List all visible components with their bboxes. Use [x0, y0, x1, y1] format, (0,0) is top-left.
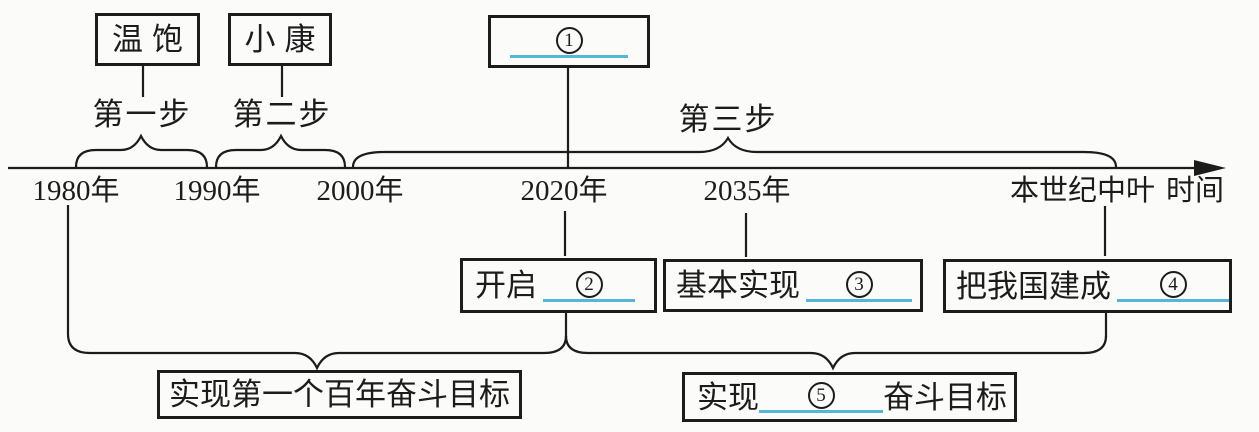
timeline-arrowhead: [1194, 160, 1226, 176]
year-label-2000: 2000年: [316, 175, 404, 207]
step-label-2: 第二步: [232, 97, 332, 132]
circled-number-1: 1: [555, 26, 583, 54]
goal-jiancheng-prefix: 把我国建成: [956, 268, 1111, 304]
goal-kaiqi-prefix: 开启: [475, 268, 537, 303]
box-xiaokang-label: 小康: [244, 22, 325, 57]
box-second-centenary-goal: 实现 5 奋斗目标: [682, 372, 1017, 422]
brace-step2: [214, 133, 347, 168]
brace-second-centenary: [564, 335, 1108, 371]
second-centenary-prefix: 实现: [697, 379, 759, 415]
first-centenary-goal-text: 实现第一个百年奋斗目标: [169, 377, 510, 412]
goal-jiben-prefix: 基本实现: [676, 268, 800, 303]
step-label-1: 第一步: [92, 97, 192, 132]
axis-label-time: 时间: [1166, 175, 1225, 207]
circled-number-4: 4: [1159, 271, 1187, 298]
step-label-3: 第三步: [678, 102, 778, 137]
box-wenbao: 温饱: [95, 13, 200, 66]
answer-blank-3: 3: [806, 270, 912, 302]
circled-number-2: 2: [575, 270, 603, 298]
brace-step1: [74, 133, 209, 168]
box-first-centenary-goal: 实现第一个百年奋斗目标: [157, 370, 522, 419]
box-xiaokang: 小康: [228, 13, 332, 66]
year-label-2035: 2035年: [703, 175, 791, 207]
box-goal-jiben: 基本实现 3: [663, 259, 923, 312]
answer-blank-5: 5: [759, 381, 883, 413]
answer-blank-2: 2: [543, 270, 635, 302]
answer-blank-4: 4: [1117, 270, 1229, 302]
brace-step3: [351, 135, 1118, 168]
answer-blank-1: 1: [510, 26, 628, 58]
circled-number-5: 5: [807, 382, 835, 409]
year-label-2020: 2020年: [520, 175, 608, 207]
box-blank-1: 1: [488, 15, 650, 68]
box-goal-jiancheng: 把我国建成 4: [943, 259, 1232, 313]
circled-number-3: 3: [845, 270, 873, 298]
box-wenbao-label: 温饱: [112, 22, 192, 57]
box-goal-kaiqi: 开启 2: [460, 258, 657, 313]
year-label-midcentury: 本世纪中叶: [1010, 175, 1156, 207]
brace-first-centenary: [66, 333, 568, 371]
year-label-1980: 1980年: [32, 175, 120, 207]
second-centenary-suffix: 奋斗目标: [883, 379, 1007, 415]
year-label-1990: 1990年: [173, 175, 261, 207]
